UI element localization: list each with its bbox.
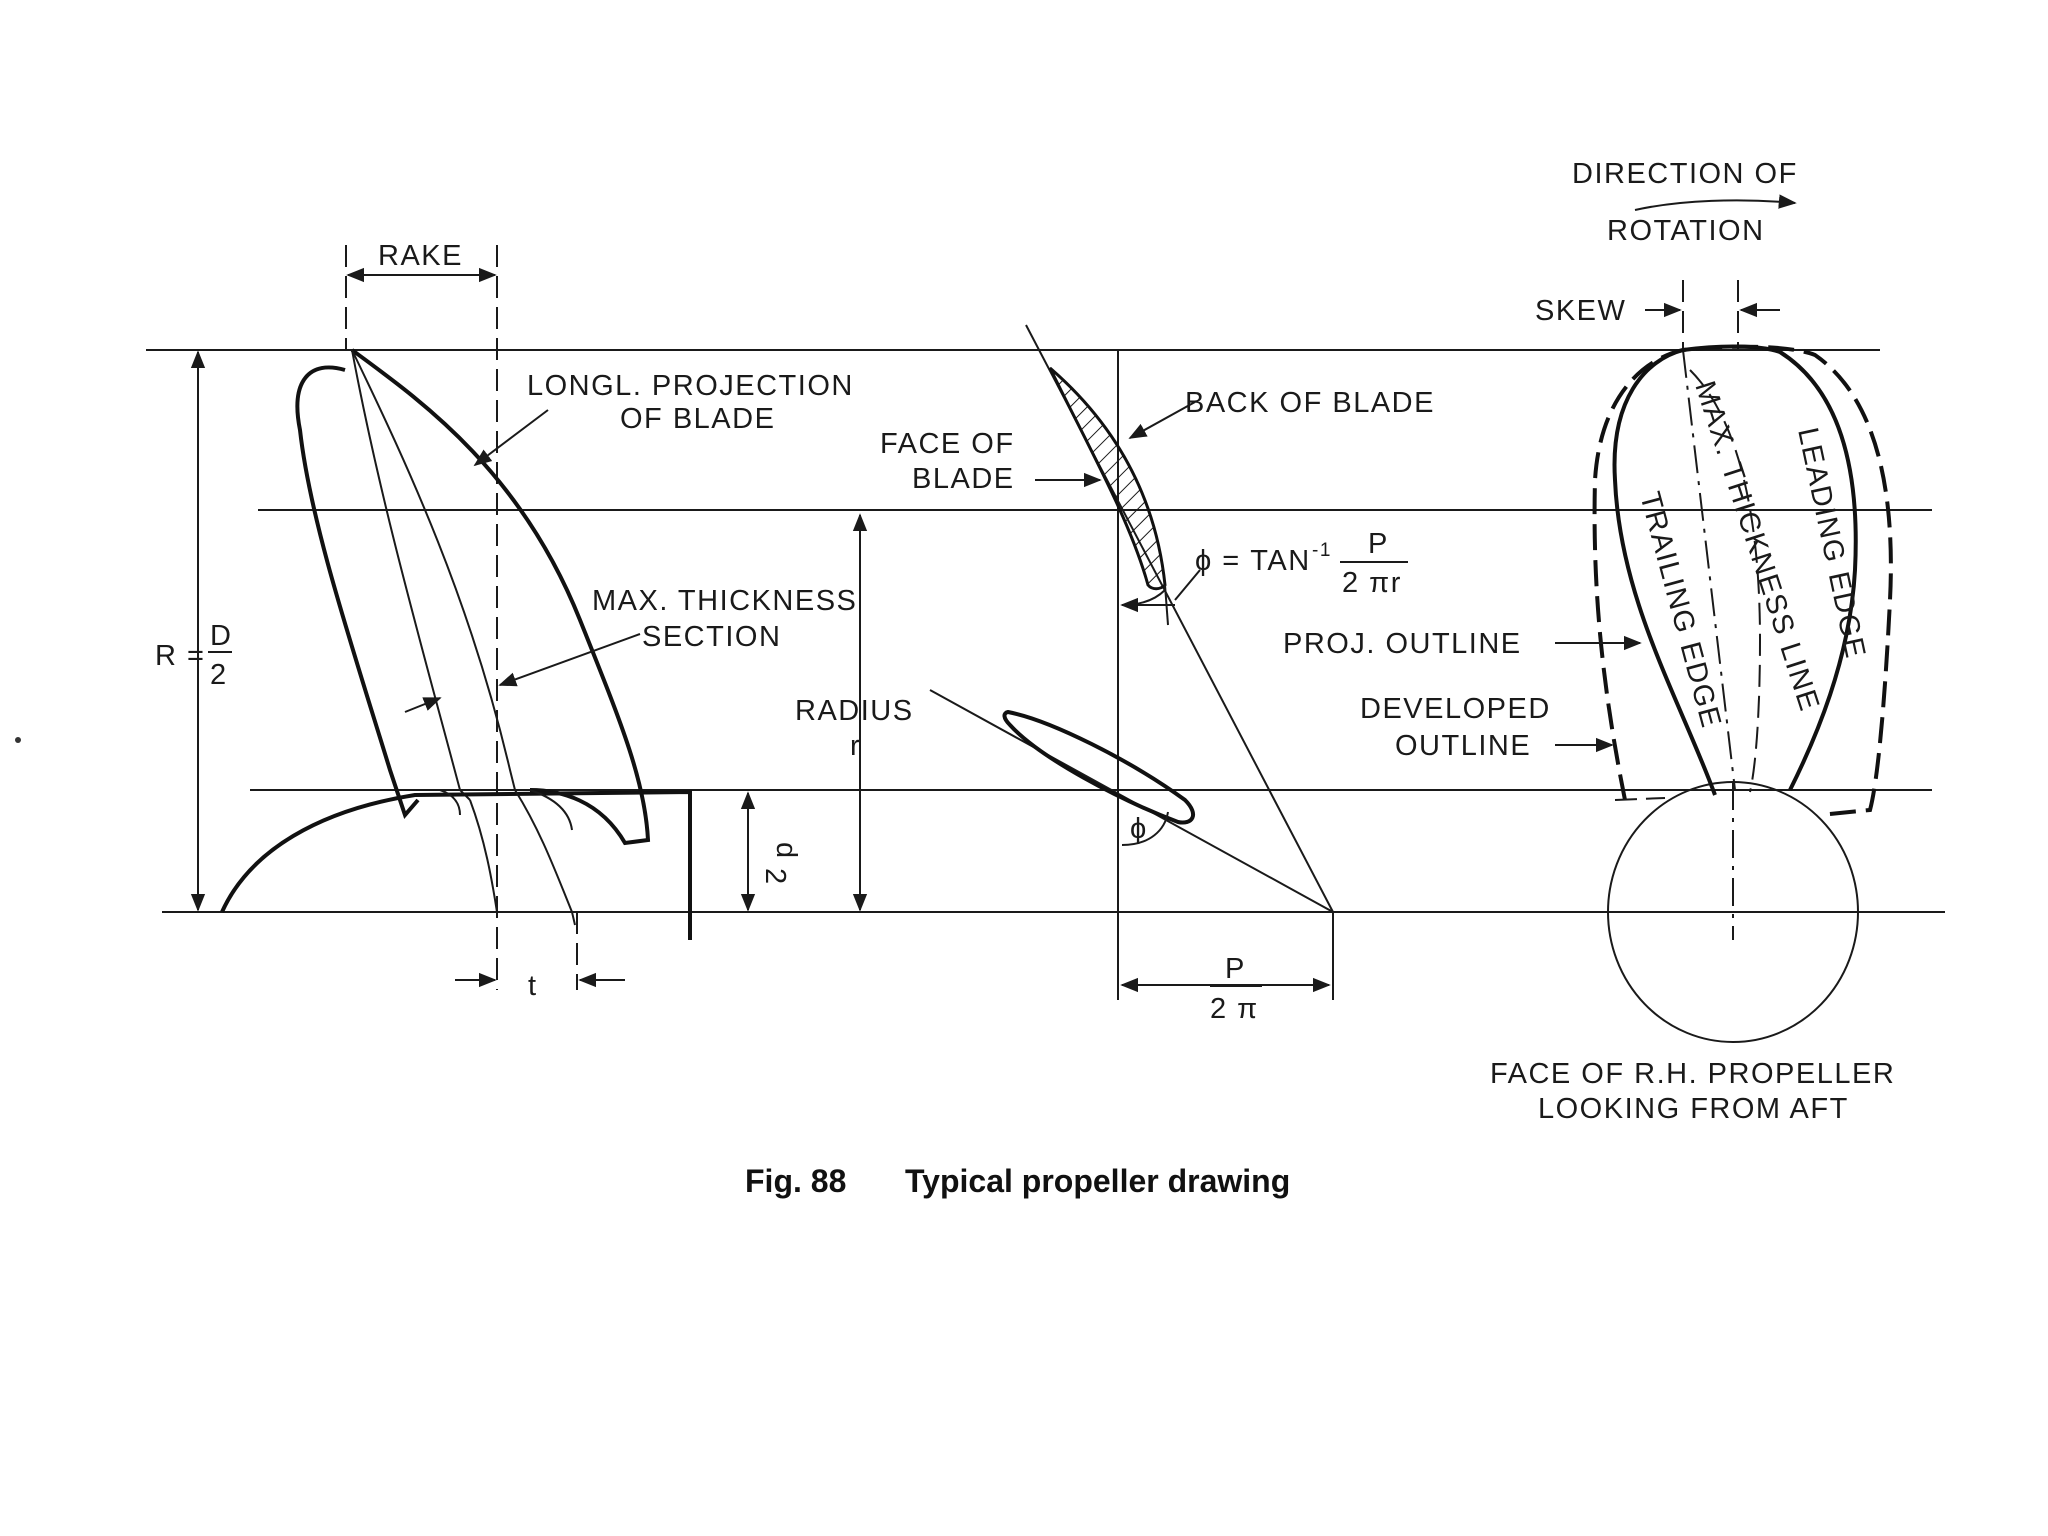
leader-phi-formula (1174, 569, 1201, 601)
face-rh-propeller-label-1: FACE OF R.H. PROPELLER (1490, 1058, 1895, 1090)
skew-label: SKEW (1535, 295, 1626, 327)
phi-arc-root (1121, 811, 1169, 846)
root-line-2 (514, 789, 576, 926)
blade-section-tip (1048, 366, 1167, 591)
R-equals-label: R = (155, 640, 205, 672)
back-of-blade-label: BACK OF BLADE (1185, 387, 1435, 419)
blade-section-root (1002, 709, 1196, 825)
developed-root-left (1614, 797, 1666, 801)
max-thickness-line-curve (1689, 369, 1762, 793)
caption-title: Typical propeller drawing (905, 1163, 1290, 1199)
phi-arc-tip (1121, 589, 1166, 606)
caption-number: Fig. 88 (745, 1163, 846, 1199)
radius-label: RADIUS (795, 695, 914, 727)
pitch-P-label: P (1225, 953, 1246, 985)
direction-of-rotation-label-1: DIRECTION OF (1572, 158, 1798, 190)
formula-P-label: P (1368, 528, 1389, 560)
root-line-1 (469, 799, 498, 913)
t-label: t (528, 970, 538, 1002)
scan-speck (15, 737, 21, 743)
face-rh-propeller-label-2: LOOKING FROM AFT (1538, 1093, 1849, 1125)
D-numerator-label: D (210, 620, 232, 652)
figure-caption: Fig. 88 Typical propeller drawing (745, 1163, 1290, 1199)
developed-outline-label-1: DEVELOPED (1360, 693, 1551, 725)
inverse-exponent-label: -1 (1312, 540, 1332, 561)
developed-outline-label-2: OUTLINE (1395, 730, 1531, 762)
pitch-2pi-label: 2 π (1210, 993, 1259, 1025)
longitudinal-view: RAKE LONGL. PROJECTION OF BLADE MAX. THI… (155, 240, 857, 1002)
D-denominator-label: 2 (210, 659, 228, 691)
hub-fillet-right (529, 789, 573, 831)
proj-outline-label: PROJ. OUTLINE (1283, 628, 1522, 660)
hub-fillet-left (439, 789, 461, 816)
developed-outline (1592, 344, 1893, 817)
blade-face-line-1 (351, 349, 471, 801)
projected-outline (1612, 344, 1858, 796)
leading-edge-label: LEADING EDGE (1791, 425, 1871, 662)
leader-longl-projection (473, 409, 549, 467)
pitch-section-view: BACK OF BLADE FACE OF BLADE ϕ = TAN -1 P… (795, 324, 1435, 1025)
phi-formula-label: ϕ = TAN (1195, 545, 1311, 577)
max-thickness-label-2: SECTION (642, 621, 781, 653)
max-thickness-label-1: MAX. THICKNESS (592, 585, 857, 617)
d-numerator-label: d (770, 842, 802, 860)
direction-of-rotation-label-2: ROTATION (1607, 215, 1765, 247)
phi-label: ϕ (1130, 813, 1148, 845)
max-thickness-centerline (1682, 349, 1736, 791)
rotation-arrow (1634, 194, 1797, 211)
formula-2pir-label: 2 πr (1342, 567, 1402, 599)
face-of-blade-label-1: FACE OF (880, 428, 1015, 460)
blade-projection-back (295, 365, 420, 819)
longl-projection-label-1: LONGL. PROJECTION (527, 370, 854, 402)
leader-max-thickness (498, 633, 641, 687)
hub-outline (220, 789, 692, 940)
face-of-blade-label-2: BLADE (912, 463, 1015, 495)
r-label: r (850, 730, 861, 762)
blade-face-line-2 (351, 349, 516, 791)
rake-label: RAKE (378, 240, 463, 272)
leader-thickness-tick (404, 697, 442, 713)
face-view: DIRECTION OF ROTATION SKEW MAX. THICKNES… (1283, 158, 1895, 1125)
leader-back-of-blade (1128, 401, 1196, 439)
longl-projection-label-2: OF BLADE (620, 403, 775, 435)
d-denominator-label: 2 (759, 868, 791, 886)
blade-projection-outline (350, 348, 651, 846)
